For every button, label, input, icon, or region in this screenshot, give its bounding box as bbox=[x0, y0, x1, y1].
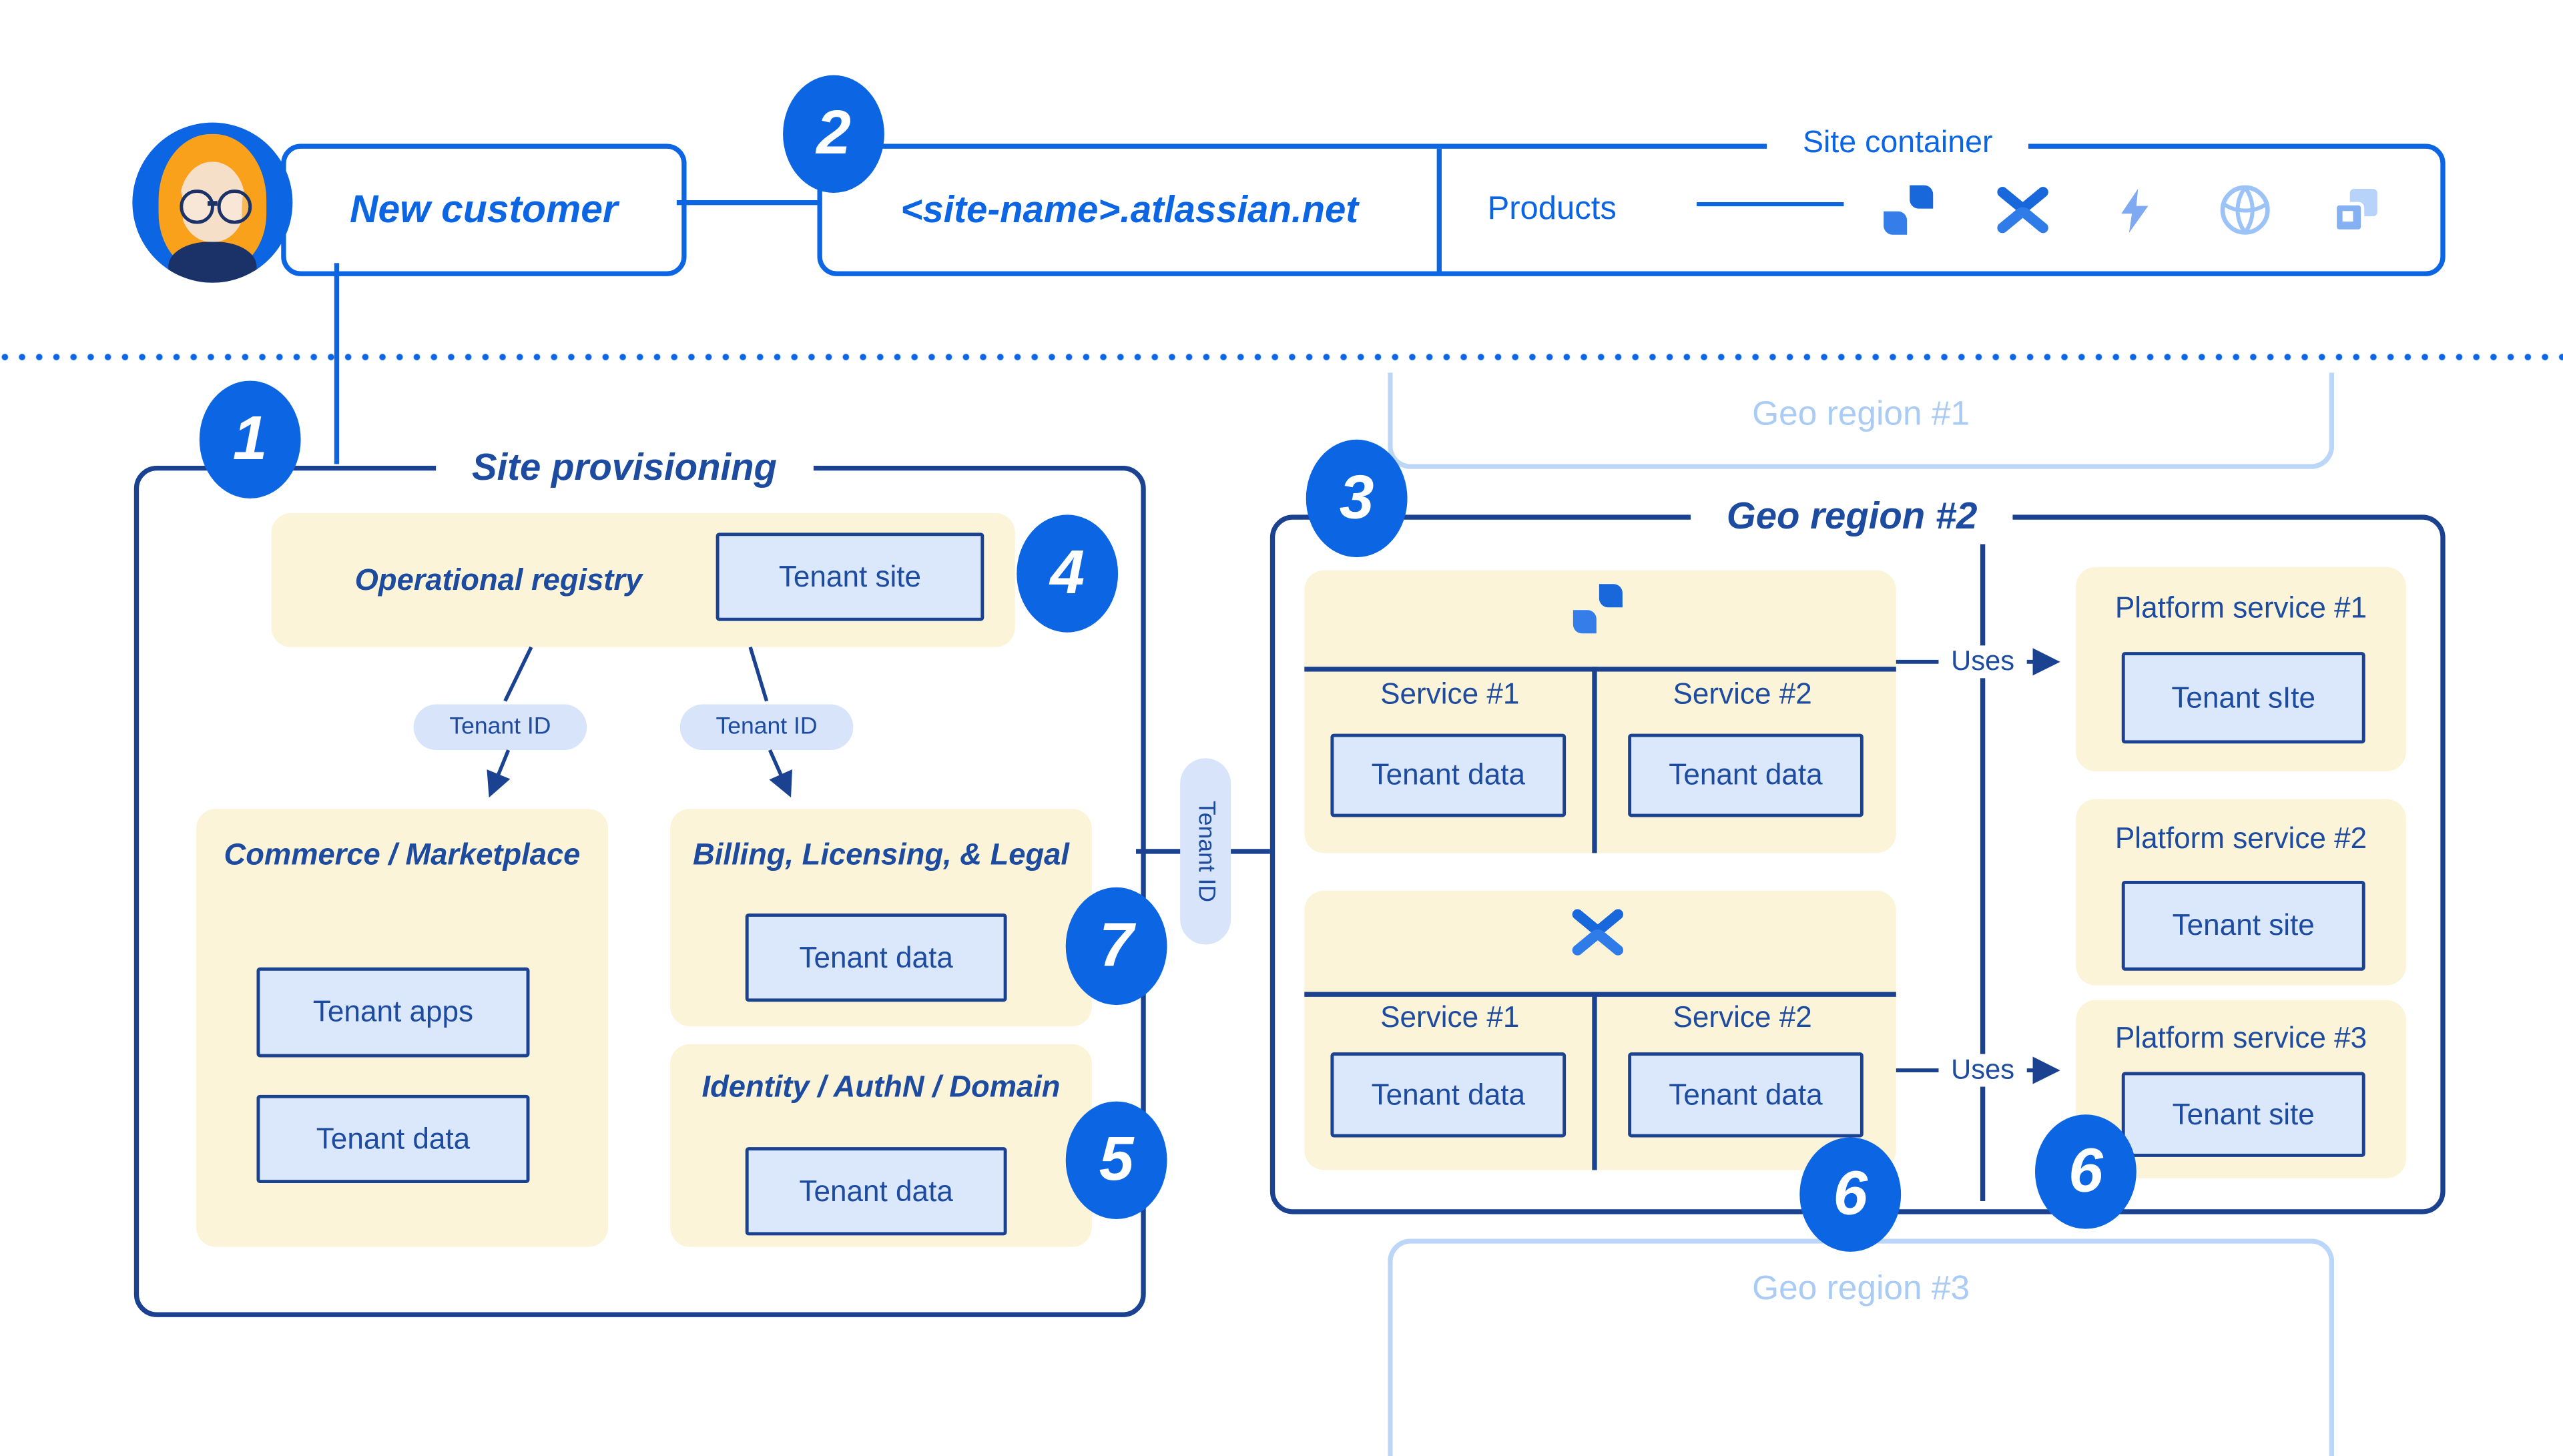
operational-registry-title: Operational registry bbox=[354, 562, 643, 597]
step-badge-7: 7 bbox=[1065, 887, 1167, 1006]
identity-authn-domain-box: Identity / AuthN / Domain bbox=[670, 1044, 1092, 1247]
geo-region-1-box: Geo region #1 bbox=[1388, 372, 2335, 469]
geo-region-3-box: Geo region #3 bbox=[1388, 1238, 2335, 1456]
avatar-glasses-left bbox=[180, 190, 214, 224]
commerce-marketplace-title: Commerce / Marketplace bbox=[224, 836, 581, 871]
site-name-label: <site-name>.atlassian.net bbox=[900, 188, 1359, 231]
step-badge-5: 5 bbox=[1065, 1101, 1167, 1219]
billing-licensing-legal-title: Billing, Licensing, & Legal bbox=[693, 836, 1069, 871]
registry-tenant-site-box: Tenant site bbox=[716, 532, 984, 621]
platform-service-2-title: Platform service #2 bbox=[2114, 821, 2367, 855]
jira-service-1-tenant-data-box: Tenant data bbox=[1330, 733, 1567, 817]
platform-service-1-tenant-site-box: Tenant sIte bbox=[2121, 652, 2365, 744]
billing-tenant-data-box: Tenant data bbox=[745, 913, 1007, 1002]
jira-service-2-tenant-data-box: Tenant data bbox=[1628, 733, 1864, 817]
step-badge-1: 1 bbox=[199, 380, 301, 498]
confluence-icon bbox=[1997, 187, 2048, 234]
platform-service-2-tenant-site-box: Tenant site bbox=[2121, 880, 2365, 971]
site-container-box: <site-name>.atlassian.net Products bbox=[817, 143, 2446, 276]
globe-icon bbox=[2220, 185, 2270, 235]
avatar-shoulders bbox=[168, 241, 258, 283]
new-customer-label: New customer bbox=[350, 187, 618, 232]
platform-service-3-title: Platform service #3 bbox=[2114, 1021, 2367, 1054]
geo-region-1-title: Geo region #1 bbox=[1752, 395, 1970, 433]
geo-region-3-title: Geo region #3 bbox=[1752, 1269, 1970, 1308]
identity-authn-domain-title: Identity / AuthN / Domain bbox=[701, 1068, 1061, 1104]
lightning-bolt-icon bbox=[2121, 188, 2149, 232]
step-badge-6-left: 6 bbox=[1799, 1137, 1902, 1252]
tenant-id-pill-right: Tenant ID bbox=[679, 704, 854, 751]
uses-label-bottom: Uses bbox=[1941, 1054, 2024, 1087]
uses-label-top: Uses bbox=[1941, 645, 2024, 679]
site-container-divider bbox=[1436, 148, 1442, 272]
avatar-glasses-right bbox=[217, 190, 252, 224]
panel-rule bbox=[1304, 992, 1896, 996]
commerce-tenant-data-box: Tenant data bbox=[256, 1094, 530, 1184]
site-provisioning-title: Site provisioning bbox=[436, 445, 813, 490]
avatar-glasses-bridge bbox=[206, 201, 218, 206]
panel-column-divider bbox=[1592, 667, 1597, 853]
step-badge-3: 3 bbox=[1306, 439, 1408, 558]
panel-rule bbox=[1304, 667, 1896, 671]
commerce-tenant-apps-box: Tenant apps bbox=[256, 967, 530, 1058]
step-badge-6-right: 6 bbox=[2034, 1114, 2137, 1229]
panel-column-divider bbox=[1592, 992, 1597, 1170]
jira-service-1-label: Service #1 bbox=[1380, 677, 1520, 711]
customer-avatar bbox=[132, 122, 293, 283]
jira-icon bbox=[1573, 584, 1623, 634]
new-customer-box: New customer bbox=[281, 143, 687, 276]
geo-region-2-title: Geo region #2 bbox=[1691, 494, 2014, 538]
jira-service-2-label: Service #2 bbox=[1673, 677, 1812, 711]
squares-icon bbox=[2333, 189, 2377, 233]
identity-tenant-data-box: Tenant data bbox=[745, 1147, 1007, 1236]
platform-service-1-title: Platform service #1 bbox=[2114, 591, 2367, 625]
avatar-hair-lock-left bbox=[164, 183, 184, 248]
dotted-separator-line bbox=[0, 351, 2563, 363]
tenant-id-connector-pill: Tenant ID bbox=[1180, 758, 1231, 945]
confluence-service-1-tenant-data-box: Tenant data bbox=[1330, 1052, 1567, 1138]
tenant-id-pill-left: Tenant ID bbox=[413, 704, 587, 751]
platform-service-3-tenant-site-box: Tenant site bbox=[2121, 1072, 2365, 1157]
confluence-service-2-label: Service #2 bbox=[1673, 1000, 1812, 1034]
step-badge-4: 4 bbox=[1017, 514, 1119, 633]
site-container-title: Site container bbox=[1767, 125, 2029, 162]
confluence-service-2-tenant-data-box: Tenant data bbox=[1628, 1052, 1864, 1138]
confluence-icon bbox=[1572, 909, 1624, 956]
jira-icon bbox=[1883, 185, 1934, 235]
step-badge-2: 2 bbox=[783, 75, 884, 193]
confluence-service-1-label: Service #1 bbox=[1380, 1000, 1520, 1034]
products-label: Products bbox=[1487, 191, 1617, 228]
